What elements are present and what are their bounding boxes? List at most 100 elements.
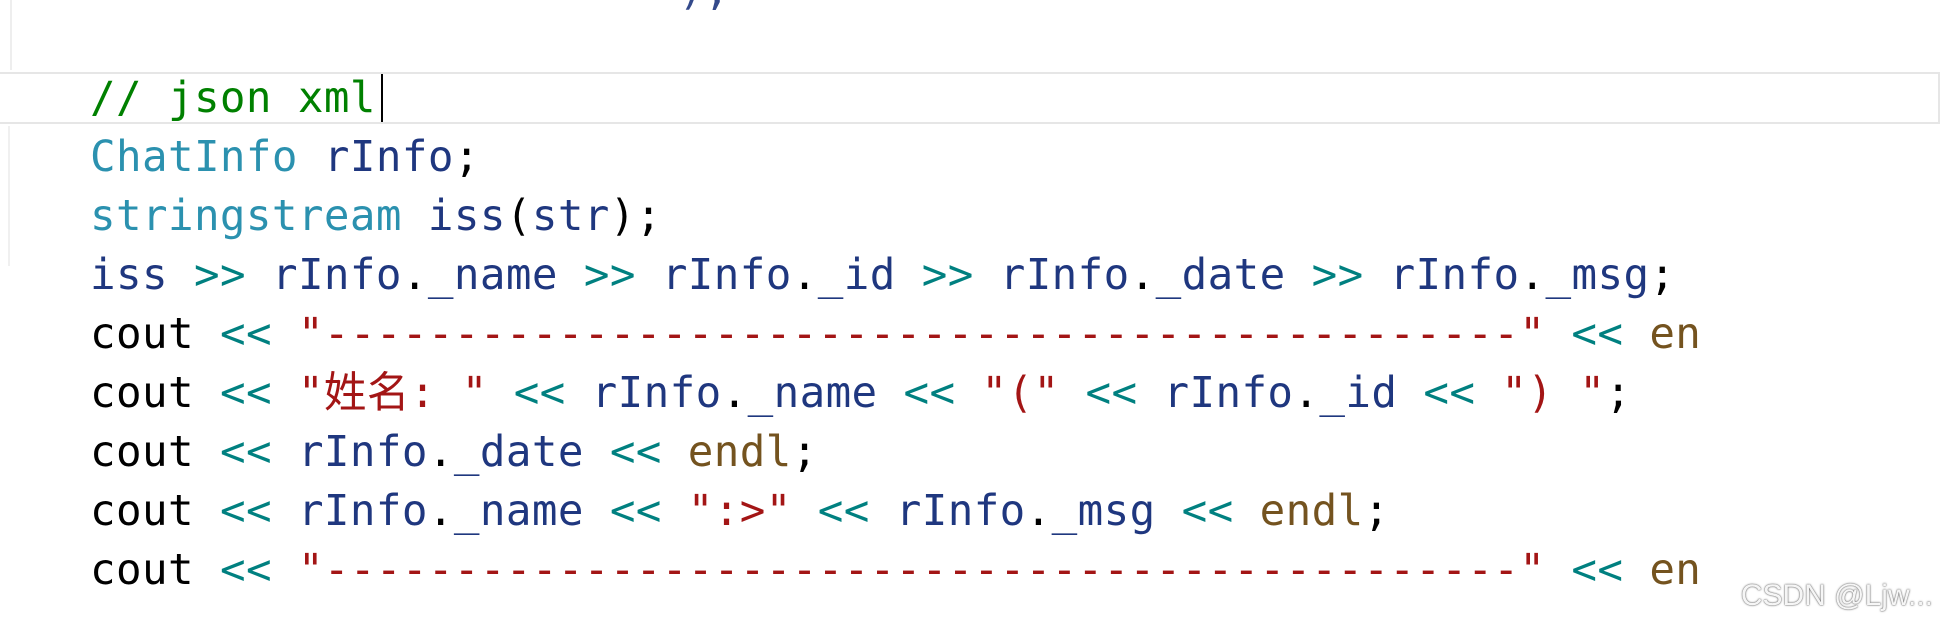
code-line[interactable]: cout << rInfo._name << ":>" << rInfo._ms… [90, 483, 1390, 541]
code-line[interactable]: cout << "姓名: " << rInfo._name << "(" << … [90, 365, 1631, 423]
code-token: ":>" [687, 487, 792, 536]
code-token [662, 487, 688, 536]
code-token [1545, 546, 1571, 595]
code-token: iss [427, 192, 506, 241]
code-token: en [1649, 310, 1702, 359]
code-token: _name [453, 487, 584, 536]
code-token: rInfo [591, 369, 722, 418]
code-token [558, 251, 584, 300]
code-token: str [531, 192, 610, 241]
code-token: rInfo [323, 133, 454, 182]
code-token: << [219, 369, 272, 418]
code-token [792, 487, 818, 536]
code-token: endl [687, 428, 792, 477]
code-token: rInfo [999, 251, 1130, 300]
code-token [584, 428, 610, 477]
code-token [272, 310, 298, 359]
code-token: "---------------------------------------… [297, 546, 1546, 595]
code-token: . [401, 251, 428, 300]
code-token: "---------------------------------------… [297, 310, 1546, 359]
code-token [194, 487, 220, 536]
gutter-marker [0, 126, 10, 266]
code-token: >> [583, 251, 636, 300]
code-token: . [721, 369, 748, 418]
code-token: _date [453, 428, 584, 477]
code-token [194, 428, 220, 477]
code-line[interactable]: cout << "-------------------------------… [90, 542, 1701, 600]
code-token: rInfo [271, 251, 402, 300]
code-token: "(" [981, 369, 1060, 418]
code-token: endl [1259, 487, 1364, 536]
code-token [1364, 251, 1390, 300]
code-line[interactable]: cout << rInfo._date << endl; [90, 424, 818, 482]
watermark: CSDN @Ljw... [1740, 579, 1933, 612]
code-token [488, 369, 514, 418]
code-token: rInfo [297, 428, 428, 477]
code-token: cout [90, 428, 194, 477]
code-token: << [903, 369, 956, 418]
code-token: stringstream [90, 192, 402, 241]
code-token [1137, 369, 1163, 418]
code-token [168, 251, 194, 300]
text-caret [381, 74, 383, 122]
code-token [272, 428, 298, 477]
current-line-highlight [0, 72, 1940, 124]
code-token [194, 546, 220, 595]
code-token: >> [921, 251, 974, 300]
code-token: ; [453, 133, 480, 182]
code-token: . [1129, 251, 1156, 300]
code-token: << [1423, 369, 1476, 418]
code-token: rInfo [661, 251, 792, 300]
code-token [1060, 369, 1086, 418]
code-token [272, 369, 298, 418]
code-token: _msg [1051, 487, 1156, 536]
code-token: << [609, 428, 662, 477]
code-token [272, 546, 298, 595]
code-token [1545, 310, 1571, 359]
code-token [1397, 369, 1423, 418]
code-token [1156, 487, 1182, 536]
code-token: << [513, 369, 566, 418]
code-token: en [1649, 546, 1702, 595]
code-token: iss [90, 251, 168, 300]
code-token: >> [193, 251, 246, 300]
code-line-partial: ); [90, 0, 730, 20]
code-token: << [1085, 369, 1138, 418]
code-token: _id [817, 251, 896, 300]
code-line[interactable]: // json xml [90, 70, 376, 128]
code-token: cout [90, 310, 194, 359]
code-token: _msg [1545, 251, 1650, 300]
code-token: . [427, 428, 454, 477]
code-token: ; [1605, 369, 1632, 418]
code-token: cout [90, 487, 194, 536]
code-token: . [427, 487, 454, 536]
code-token [956, 369, 982, 418]
code-line[interactable]: ChatInfo rInfo; [90, 129, 480, 187]
code-token [878, 369, 904, 418]
code-token: rInfo [1163, 369, 1294, 418]
code-token: << [609, 487, 662, 536]
code-token [402, 192, 428, 241]
code-token: << [1571, 546, 1624, 595]
code-token [636, 251, 662, 300]
code-line[interactable]: stringstream iss(str); [90, 188, 662, 246]
code-token: ( [505, 192, 532, 241]
code-token [566, 369, 592, 418]
code-token: << [219, 310, 272, 359]
code-token [1234, 487, 1260, 536]
code-token [1623, 546, 1649, 595]
code-token: ") " [1501, 369, 1606, 418]
code-token [194, 369, 220, 418]
code-token: _name [747, 369, 878, 418]
code-token [1623, 310, 1649, 359]
code-token: << [1181, 487, 1234, 536]
code-line[interactable]: iss >> rInfo._name >> rInfo._id >> rInfo… [90, 247, 1675, 305]
code-token [1475, 369, 1501, 418]
code-token: << [219, 487, 272, 536]
code-token: cout [90, 369, 194, 418]
code-line[interactable]: cout << "-------------------------------… [90, 306, 1701, 364]
code-token: ; [791, 428, 818, 477]
code-token [298, 133, 324, 182]
code-token [662, 428, 688, 477]
